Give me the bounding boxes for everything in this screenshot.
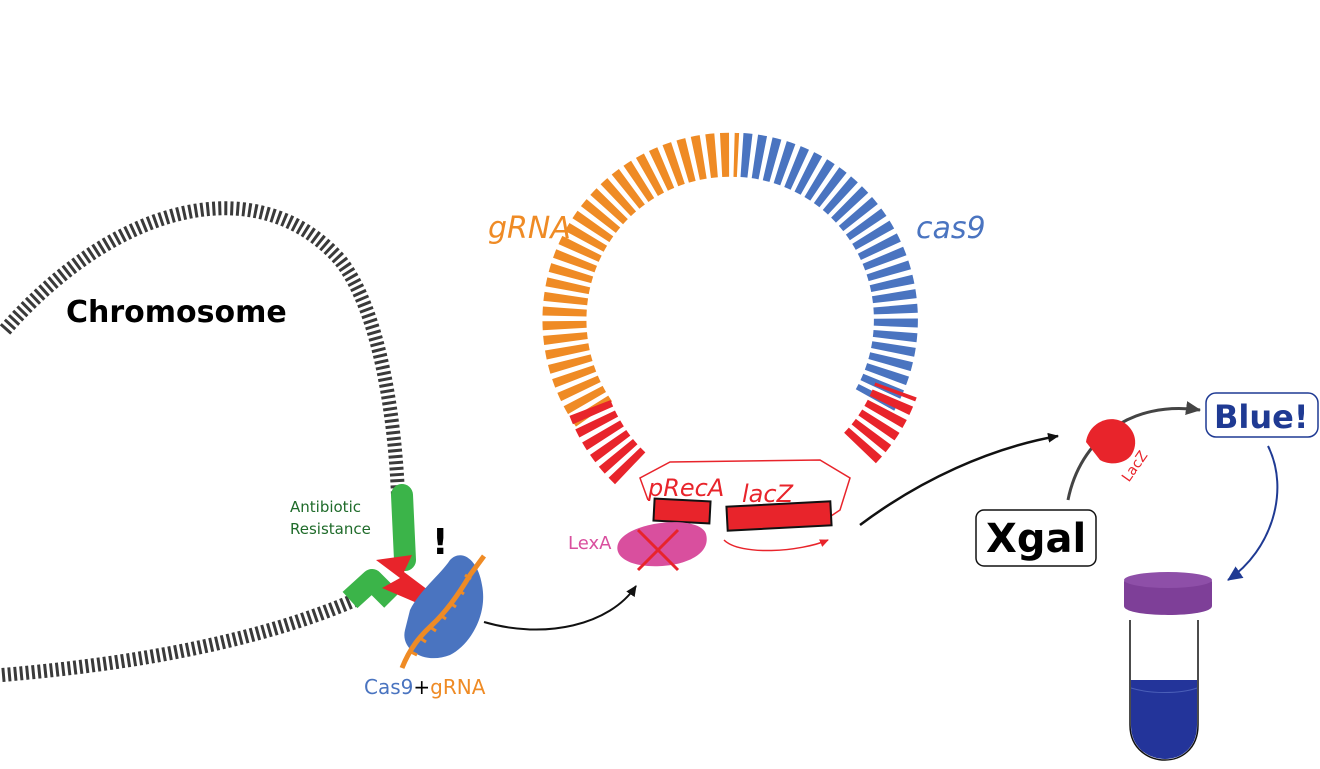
cas9-label: Cas9 [364,675,413,699]
blue-label: Blue! [1214,398,1308,436]
reporter-outline [639,459,851,519]
transcription-arrow [723,539,829,552]
plasmid-grna-label: gRNA [488,211,571,246]
precA-box [652,497,712,525]
antibiotic-label-line1: Antibiotic [290,498,361,516]
exclamation-mark: ! [432,522,448,563]
lexa-cross [636,528,680,572]
dna-break [376,555,428,606]
arrow-plasmid-to-lacz [859,432,1059,527]
plus-label: + [413,675,430,699]
cas9-grna-label: Cas9+gRNA [364,675,486,699]
chromosome-dna [0,201,405,682]
test-tube [1124,572,1212,761]
blue-box [1205,392,1319,438]
lexa-label: LexA [568,533,612,554]
precA-label: pRecA [647,474,724,502]
cas9-grna-complex [399,554,487,669]
arrow-blue-to-tube [1227,445,1279,581]
xgal-label: Xgal [986,516,1086,562]
arrow-cas9-to-plasmid [483,585,637,631]
antibiotic-label-line2: Resistance [290,520,371,538]
lacz-gene-box [725,500,833,532]
plasmid-segments [541,131,919,509]
chromosome-label: Chromosome [66,295,287,330]
grna-label: gRNA [430,675,486,699]
xgal-box [975,509,1097,567]
tube-liquid [1131,680,1197,759]
lacz-protein [1086,419,1136,464]
antibiotic-resistance-gene [342,484,416,609]
plasmid-cas9-label: cas9 [916,211,986,246]
lacz-gene-label: lacZ [742,480,794,508]
